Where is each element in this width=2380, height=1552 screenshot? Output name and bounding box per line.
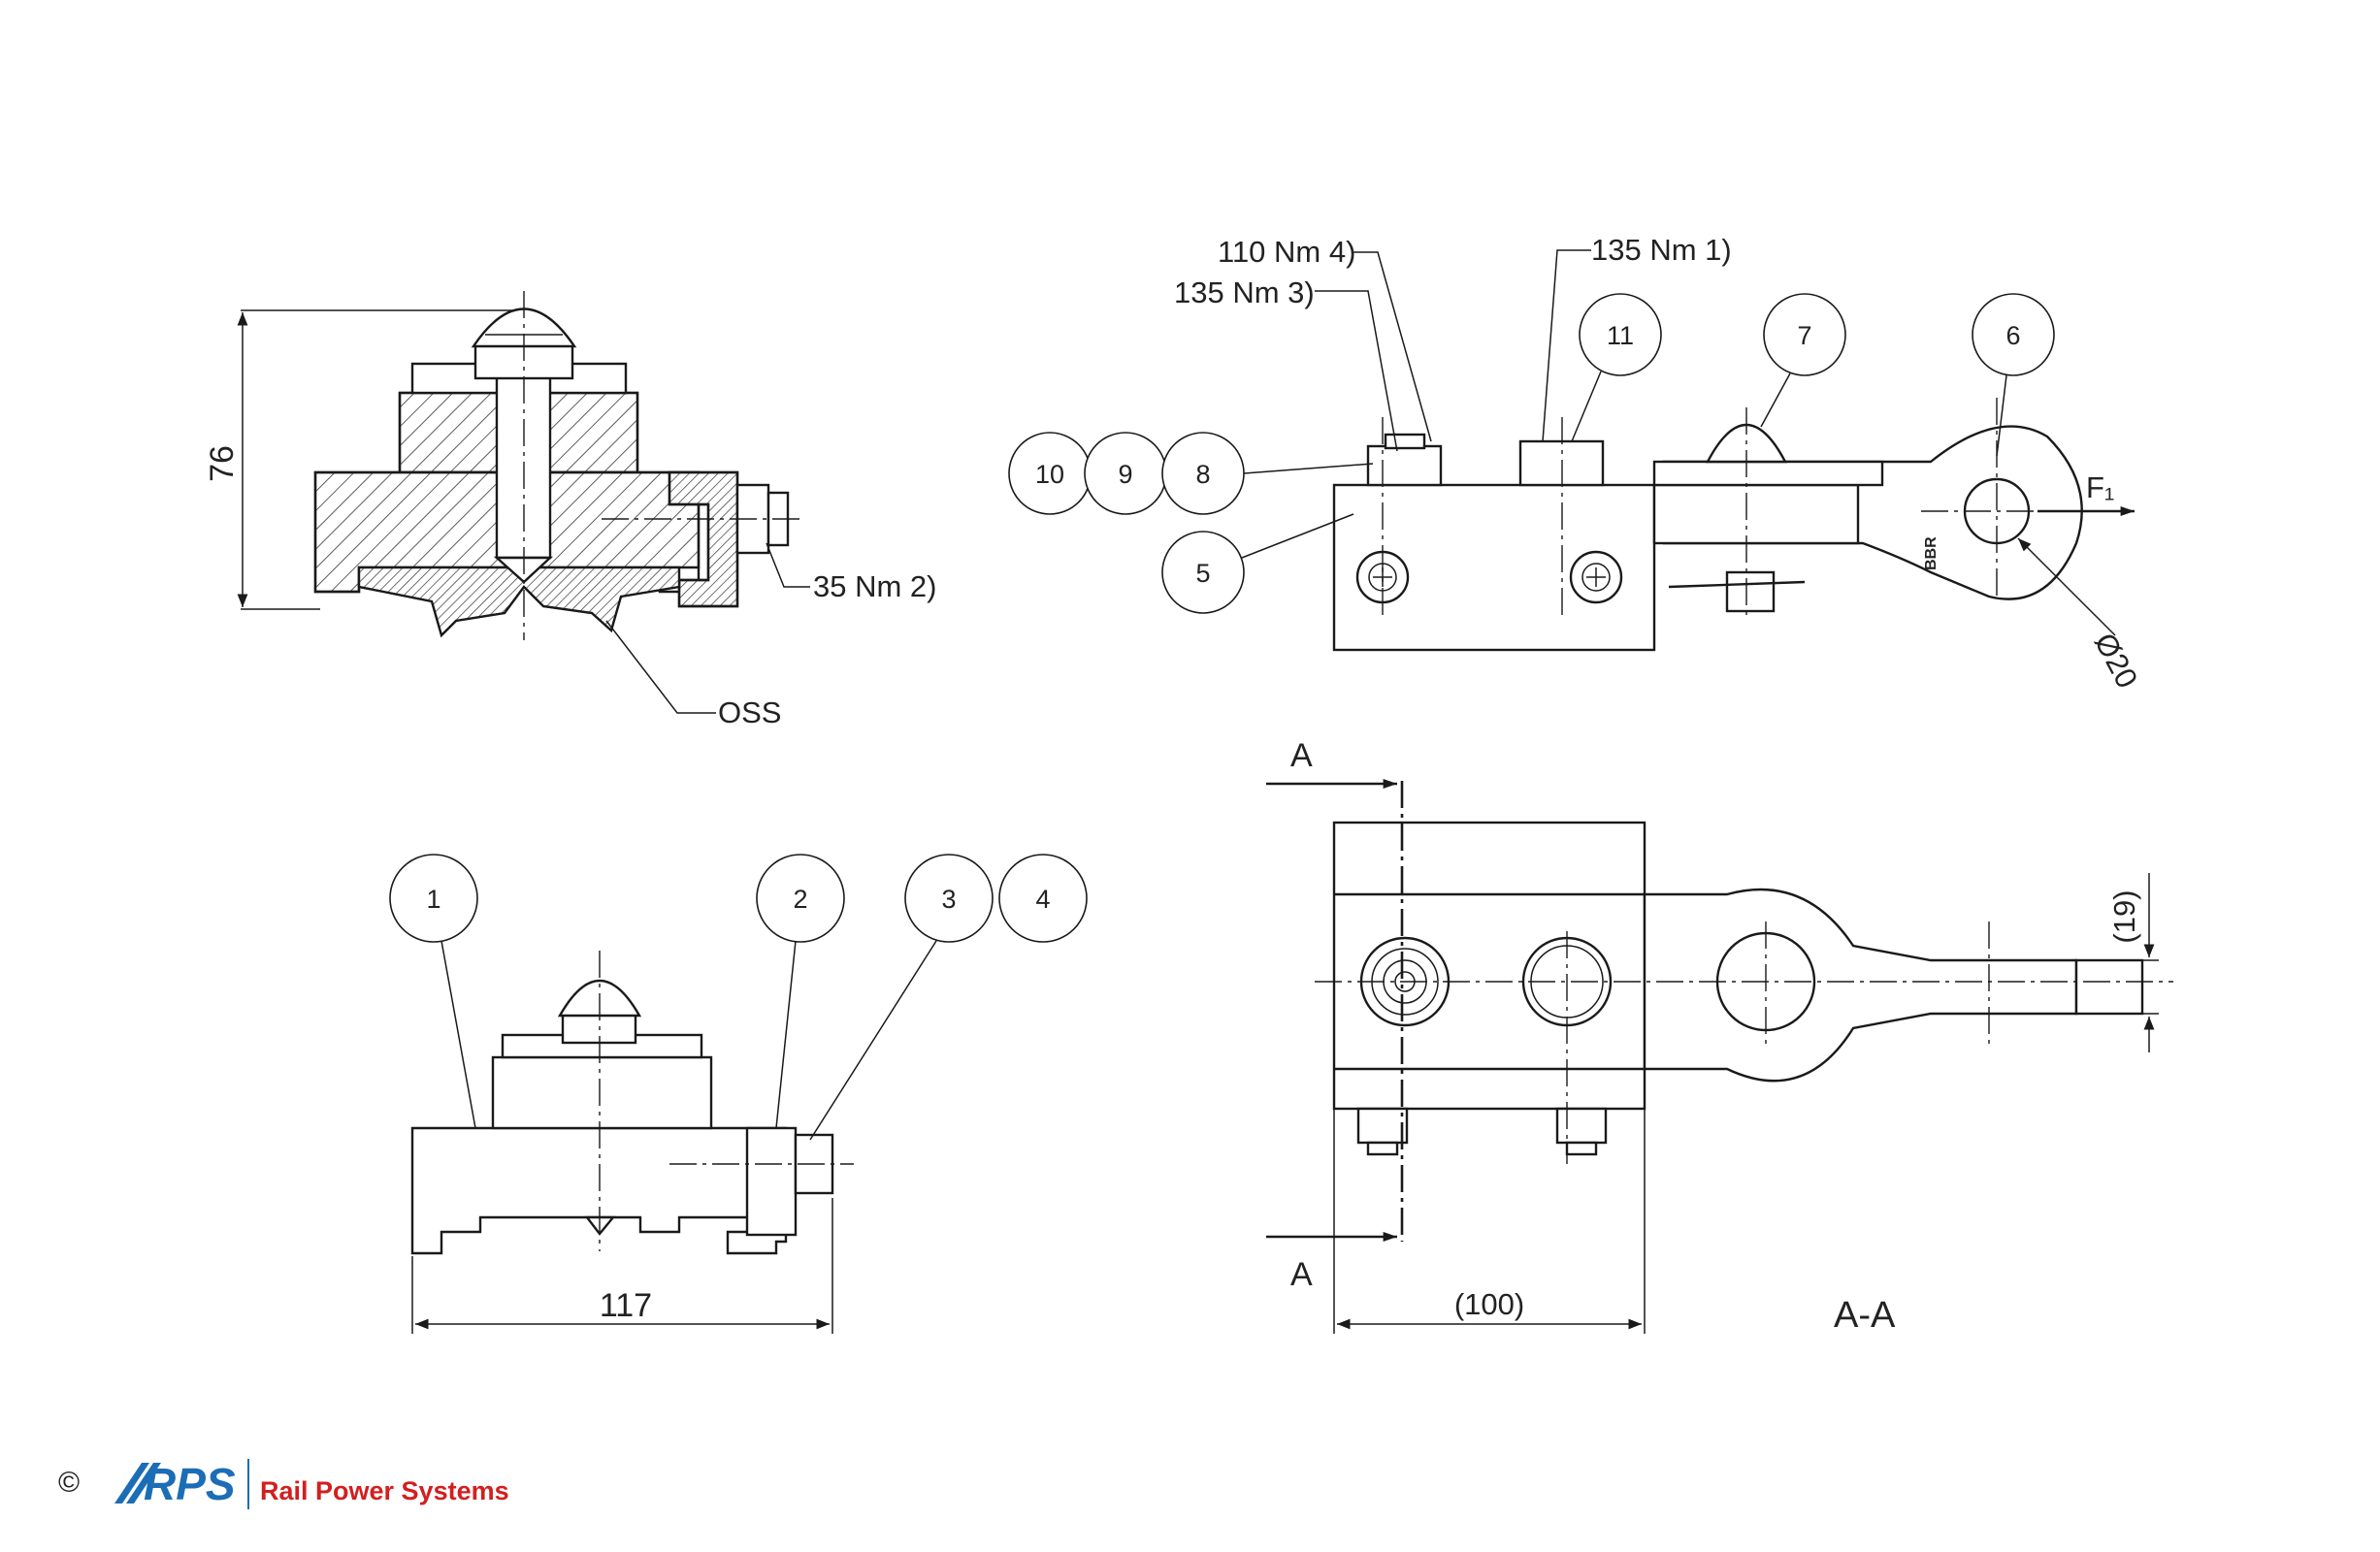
svg-text:6: 6 — [2005, 321, 2020, 350]
item-bubble-9: 9 — [1084, 432, 1167, 515]
torque-110nm: 110 Nm 4) — [1218, 235, 1355, 269]
item-bubble-2: 2 — [756, 854, 845, 943]
torque-135nm-3: 135 Nm 3) — [1174, 275, 1315, 309]
item-bubble-6: 6 — [1972, 293, 2055, 376]
item-bubble-11: 11 — [1579, 293, 1662, 376]
svg-text:11: 11 — [1607, 321, 1634, 350]
torque-35nm: 35 Nm 2) — [813, 569, 936, 603]
section-marker-top: A — [1290, 737, 1313, 774]
section-view: 76 35 Nm 2) OSS — [204, 291, 936, 729]
side-view: BBR F₁ Ø20 110 Nm 4) 135 Nm — [1008, 233, 2144, 694]
svg-text:4: 4 — [1035, 885, 1050, 914]
svg-text:3: 3 — [941, 885, 956, 914]
item-bubble-3: 3 — [904, 854, 994, 943]
torque-135nm-1: 135 Nm 1) — [1591, 233, 1732, 267]
item-bubble-7: 7 — [1763, 293, 1846, 376]
section-title: A-A — [1834, 1295, 1896, 1336]
dimension-height: 76 — [204, 445, 241, 482]
label-force: F₁ — [2086, 470, 2114, 504]
rps-logo-icon: RPS — [114, 1459, 249, 1509]
dimension-length: (100) — [1454, 1287, 1524, 1321]
label-oss: OSS — [718, 695, 781, 729]
front-view: 117 1 2 3 4 — [389, 854, 1088, 1334]
svg-text:10: 10 — [1035, 460, 1064, 489]
svg-text:RPS: RPS — [144, 1459, 236, 1509]
svg-text:7: 7 — [1797, 321, 1811, 350]
svg-text:8: 8 — [1195, 460, 1210, 489]
item-bubble-1: 1 — [389, 854, 478, 943]
copyright-symbol: © — [58, 1467, 81, 1499]
section-marker-bottom: A — [1290, 1256, 1313, 1293]
svg-text:9: 9 — [1118, 460, 1132, 489]
footer: © RPS Rail Power Systems — [58, 1455, 737, 1513]
item-bubble-8: 8 — [1161, 432, 1245, 515]
item-bubble-5: 5 — [1161, 531, 1245, 614]
dimension-eye-dia: Ø20 — [2088, 628, 2144, 694]
svg-text:5: 5 — [1195, 559, 1210, 588]
item-bubble-4: 4 — [998, 854, 1088, 943]
svg-text:1: 1 — [426, 885, 440, 914]
item-bubble-10: 10 — [1008, 432, 1092, 515]
section-aa-view: A A (100) (19) A-A — [1266, 737, 2173, 1336]
dimension-width: 117 — [600, 1287, 652, 1324]
company-name: Rail Power Systems — [260, 1476, 509, 1505]
svg-text:2: 2 — [793, 885, 807, 914]
dimension-rod-width: (19) — [2107, 889, 2141, 943]
lug-marking-icon: BBR — [1923, 536, 1940, 570]
